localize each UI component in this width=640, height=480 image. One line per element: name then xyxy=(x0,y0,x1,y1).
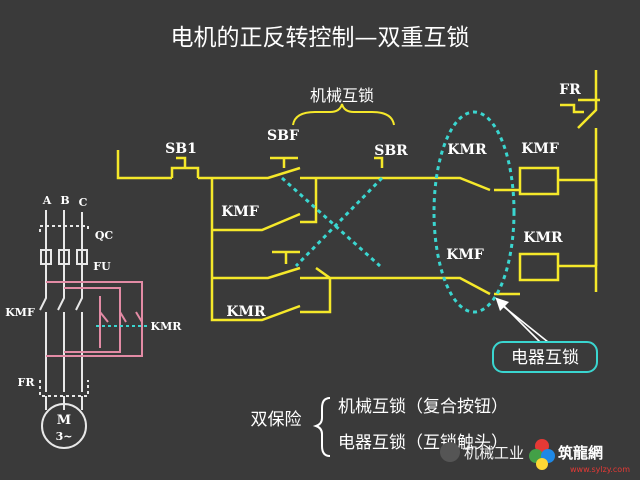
sbf-label: SBF xyxy=(267,128,299,144)
kmr-contact-top-label: KMR xyxy=(447,142,487,158)
mechanical-interlock-label: 机械互锁 xyxy=(310,86,374,105)
kmr-coil xyxy=(518,252,560,282)
watermark-text: 机械工业 xyxy=(464,444,524,462)
sbf-no-contact xyxy=(212,156,316,180)
logo: 筑龍網 www.sylzy.com xyxy=(529,439,630,474)
sb1-button xyxy=(160,156,212,180)
reverse-power-wires xyxy=(46,281,143,357)
logo-url: www.sylzy.com xyxy=(570,465,630,474)
phase-labels: A B C QC FU KMF KMR FR xyxy=(5,194,182,389)
kmr-hold-label: KMR xyxy=(226,304,266,320)
watermark: 机械工业 xyxy=(440,442,524,462)
kmr-interlock-contact xyxy=(420,176,520,192)
control-labels: FR SB1 SBF SBR KMR KMF KMF KMF KMR KMR xyxy=(165,82,581,320)
electrical-interlock-ellipse xyxy=(432,110,516,314)
power-wires xyxy=(39,210,89,410)
logo-dot-yellow xyxy=(536,458,548,470)
summary-item-1: 机械互锁（复合按钮） xyxy=(338,397,508,417)
electrical-interlock-label: 电器互锁 xyxy=(511,348,579,368)
kmf-hold-branch xyxy=(212,178,318,232)
kmf-coil-label: KMF xyxy=(521,141,559,157)
mechanical-interlock-brace xyxy=(292,103,395,126)
watermark-icon xyxy=(440,442,460,462)
sbr-label: SBR xyxy=(374,143,408,159)
kmr-power-label: KMR xyxy=(151,320,183,333)
sbr-reverse-branch xyxy=(212,266,330,280)
qc-label: QC xyxy=(95,229,114,242)
reverse-line xyxy=(315,266,520,296)
phase-b-label: B xyxy=(60,194,69,207)
summary-item-2: 电器互锁（互锁触头） xyxy=(338,433,508,453)
fr-top-label: FR xyxy=(559,82,581,98)
sbr-reverse-head xyxy=(272,250,300,264)
callout-line-2 xyxy=(497,301,549,343)
kmf-contact-mid-label: KMF xyxy=(446,247,484,263)
motor-sub-label: 3~ xyxy=(56,430,73,443)
page-title: 电机的正反转控制—双重互锁 xyxy=(171,25,470,51)
control-circuit xyxy=(116,70,600,322)
summary-brace xyxy=(312,397,331,457)
fr-contact-stem xyxy=(560,103,584,114)
kmr-coil-label: KMR xyxy=(523,230,563,246)
kmf-power-label: KMF xyxy=(5,306,35,319)
fu-label: FU xyxy=(93,260,111,273)
electrical-interlock-box xyxy=(492,341,598,373)
mechanical-link xyxy=(280,176,384,268)
power-circuit: A B C QC FU KMF KMR FR xyxy=(5,194,182,449)
fr-power-label: FR xyxy=(18,376,36,389)
logo-text: 筑龍網 xyxy=(557,444,603,462)
summary-label: 双保险 xyxy=(251,410,302,430)
phase-a-label: A xyxy=(42,194,52,207)
kmf-hold-label: KMF xyxy=(221,204,259,220)
sbr-nc-contact xyxy=(316,156,420,180)
phase-c-label: C xyxy=(79,196,88,209)
left-rail xyxy=(116,150,160,180)
kmf-coil xyxy=(518,166,560,196)
kmr-hold-branch xyxy=(210,278,332,322)
motor-label: M xyxy=(57,413,71,428)
sb1-label: SB1 xyxy=(165,141,197,157)
motor-symbol xyxy=(41,403,87,449)
